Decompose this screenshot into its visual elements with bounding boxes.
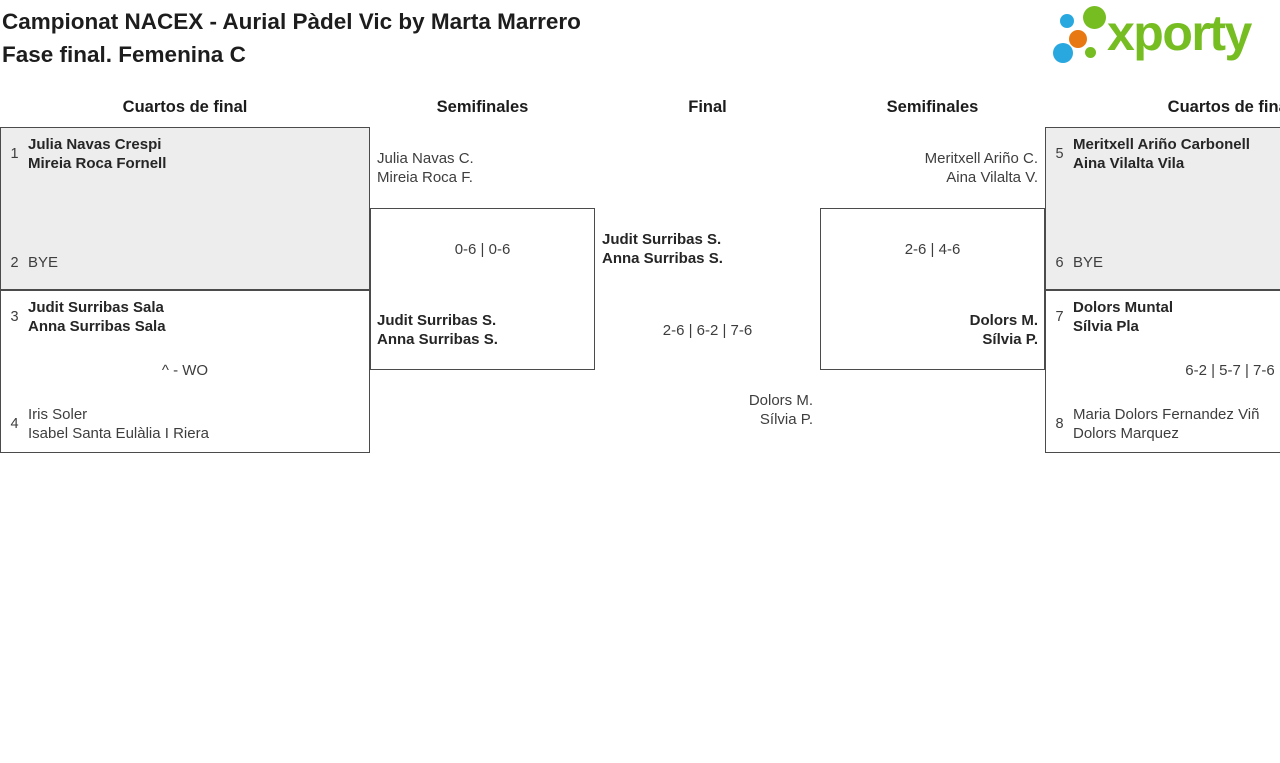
seed-number: 1 [10, 146, 19, 162]
player-name: Dolors Muntal [1073, 299, 1173, 316]
round-header-final: Final [688, 98, 727, 116]
player-name: Iris Soler [28, 406, 88, 423]
player-name: Julia Navas C. [377, 150, 474, 167]
seed-number: 4 [10, 416, 19, 432]
match-box-qf4[interactable] [1045, 290, 1280, 453]
final-winner-team: Judit Surribas S. Anna Surribas S. [602, 230, 723, 268]
bye-label: BYE [1073, 254, 1104, 271]
player-name: Dolors M. [969, 312, 1038, 329]
qf2-score: ^ - WO [161, 362, 209, 379]
sf2-slot-top-team: Meritxell Ariño C. Aina Vilalta V. [820, 149, 1038, 187]
seed-number: 3 [10, 309, 19, 325]
player-name: Dolors Marquez [1073, 425, 1179, 442]
page-header: Campionat NACEX - Aurial Pàdel Vic by Ma… [2, 5, 581, 71]
sf1-score: 0-6 | 0-6 [454, 241, 511, 258]
player-name: Sílvia Pla [1073, 318, 1139, 335]
player-name: Dolors M. [748, 392, 813, 409]
team-names: BYE [1073, 253, 1103, 272]
final-runnerup-team: Dolors M. Sílvia P. [595, 391, 813, 429]
player-name: Anna Surribas Sala [28, 318, 166, 335]
round-header-semis-right: Semifinales [886, 98, 979, 116]
team-names: BYE [28, 253, 58, 272]
sf1-winner-team: Judit Surribas S. Anna Surribas S. [377, 311, 498, 349]
qf2-slot-bottom: 4 Iris Soler Isabel Santa Eulàlia I Rier… [6, 405, 209, 443]
player-name: Mireia Roca F. [377, 169, 473, 186]
team-names: Judit Surribas Sala Anna Surribas Sala [28, 298, 166, 336]
player-name: Judit Surribas Sala [28, 299, 164, 316]
player-name: Mireia Roca Fornell [28, 155, 167, 172]
player-name: Aina Vilalta Vila [1073, 155, 1185, 172]
seed-number: 5 [1055, 146, 1064, 162]
match-box-sf2[interactable] [820, 208, 1045, 370]
qf3-slot-top: 5 Meritxell Ariño Carbonell Aina Vilalta… [1051, 135, 1250, 173]
sf2-winner-team: Dolors M. Sílvia P. [820, 311, 1038, 349]
player-name: Sílvia P. [759, 411, 813, 428]
round-header-quarters-left: Cuartos de final [122, 98, 248, 116]
logo-dot-orange-icon [1069, 30, 1087, 48]
qf1-slot-top: 1 Julia Navas Crespi Mireia Roca Fornell [6, 135, 166, 173]
qf4-score: 6-2 | 5-7 | 7-6 [1185, 362, 1275, 379]
round-header-semis-left: Semifinales [436, 98, 529, 116]
player-name: Maria Dolors Fernandez Viñ [1073, 406, 1260, 423]
xporty-logo[interactable]: xporty [1045, 0, 1280, 70]
qf4-slot-bottom: 8 Maria Dolors Fernandez Viñ Dolors Marq… [1051, 405, 1259, 443]
seed-number: 6 [1055, 254, 1064, 271]
page-subtitle: Fase final. Femenina C [2, 42, 246, 67]
player-name: Isabel Santa Eulàlia I Riera [28, 425, 209, 442]
player-name: Anna Surribas S. [602, 250, 723, 267]
player-name: Meritxell Ariño Carbonell [1073, 136, 1250, 153]
seed-number: 7 [1055, 309, 1064, 325]
logo-dot-green-small-icon [1085, 47, 1096, 58]
final-score: 2-6 | 6-2 | 7-6 [662, 322, 753, 339]
qf2-slot-top: 3 Judit Surribas Sala Anna Surribas Sala [6, 298, 166, 336]
bye-label: BYE [28, 254, 59, 271]
team-names: Dolors Muntal Sílvia Pla [1073, 298, 1173, 336]
team-names: Meritxell Ariño Carbonell Aina Vilalta V… [1073, 135, 1250, 173]
sf2-score: 2-6 | 4-6 [904, 241, 961, 258]
player-name: Sílvia P. [982, 331, 1038, 348]
match-box-qf3[interactable] [1045, 127, 1280, 290]
player-name: Aina Vilalta V. [946, 169, 1038, 186]
team-names: Julia Navas Crespi Mireia Roca Fornell [28, 135, 166, 173]
logo-dot-blue-large-icon [1053, 43, 1073, 63]
team-names: Maria Dolors Fernandez Viñ Dolors Marque… [1073, 405, 1259, 443]
match-box-qf2[interactable] [0, 290, 370, 453]
qf4-slot-top: 7 Dolors Muntal Sílvia Pla [1051, 298, 1173, 336]
qf3-slot-bottom: 6 BYE [1051, 253, 1103, 272]
seed-number: 2 [10, 254, 19, 271]
logo-dot-blue-small-icon [1060, 14, 1074, 28]
player-name: Julia Navas Crespi [28, 136, 162, 153]
player-name: Judit Surribas S. [602, 231, 722, 248]
match-box-sf1[interactable] [370, 208, 595, 370]
logo-wordmark: xporty [1107, 5, 1252, 61]
qf1-slot-bottom: 2 BYE [6, 253, 58, 272]
page-title: Campionat NACEX - Aurial Pàdel Vic by Ma… [2, 9, 581, 34]
sf1-slot-top-team: Julia Navas C. Mireia Roca F. [377, 149, 474, 187]
player-name: Anna Surribas S. [377, 331, 498, 348]
logo-dot-green-large-icon [1083, 6, 1106, 29]
team-names: Iris Soler Isabel Santa Eulàlia I Riera [28, 405, 209, 443]
player-name: Judit Surribas S. [377, 312, 497, 329]
round-header-quarters-right: Cuartos de final [1167, 98, 1280, 116]
match-box-qf1[interactable] [0, 127, 370, 290]
seed-number: 8 [1055, 416, 1064, 432]
player-name: Meritxell Ariño C. [924, 150, 1038, 167]
